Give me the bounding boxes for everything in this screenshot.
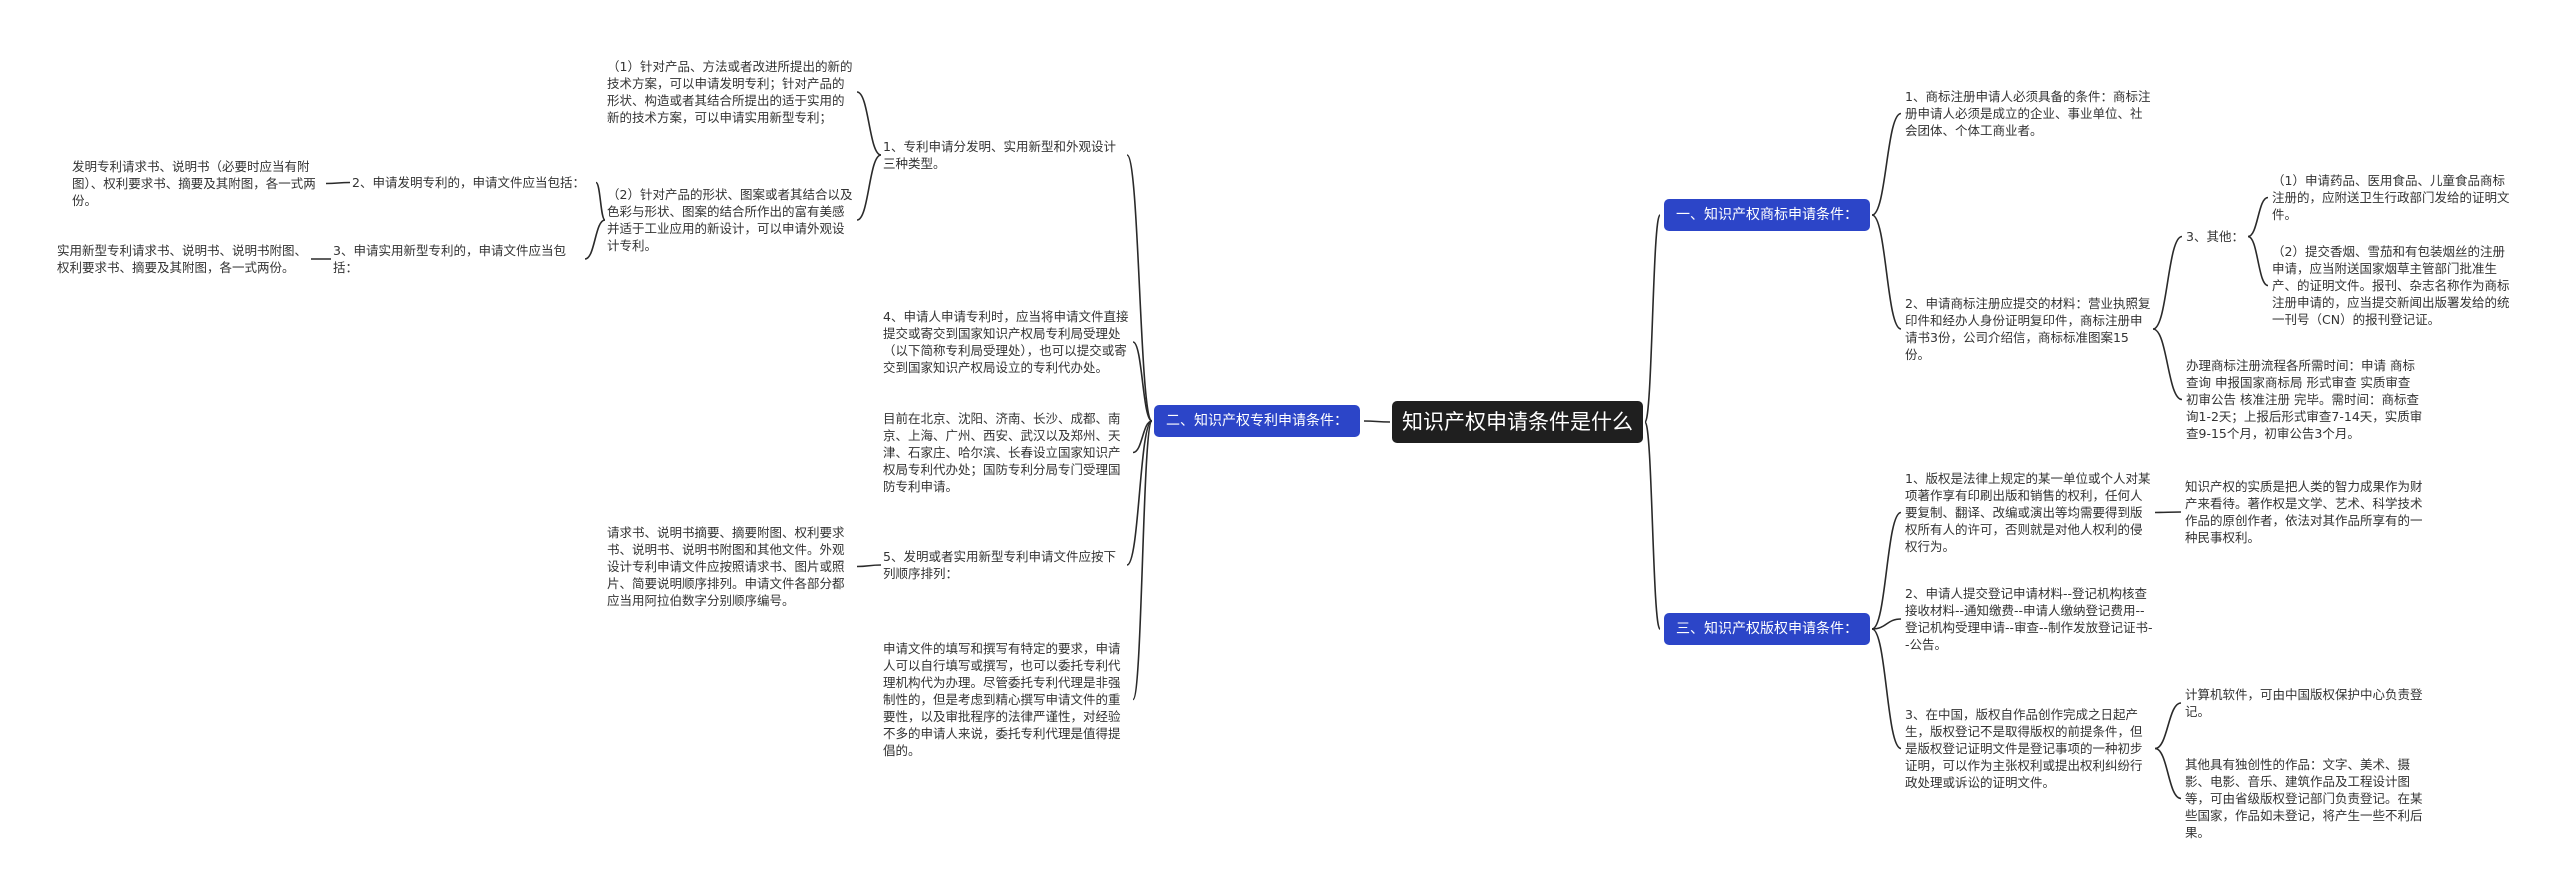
connector-copyright-china-copyright-software (2154, 702, 2182, 750)
connector-branch-copyright-copyright-china (1871, 628, 1902, 750)
trademark-other-1[interactable]: （1）申请药品、医用食品、儿童食品商标注册的，应附送卫生行政部门发给的证明文件。 (2272, 173, 2510, 222)
patent-utility-docs-list[interactable]: 实用新型专利请求书、说明书、说明书附图、权利要求书、摘要及其附图，各一式两份。 (57, 243, 308, 275)
connector-branch-trademark-trademark-condition-2 (1871, 214, 1902, 330)
patent-utility-docs[interactable]: 3、申请实用新型专利的，申请文件应当包括： (333, 243, 566, 275)
patent-invention-docs-list[interactable]: 发明专利请求书、说明书（必要时应当有附图）、权利要求书、摘要及其附图，各一式两份… (72, 159, 316, 208)
connector-patent-type-design-patent-invention-docs (595, 181, 606, 221)
copyright-definition[interactable]: 1、版权是法律上规定的某一单位或个人对某项著作享有印刷出版和销售的权利，任何人要… (1905, 471, 2151, 554)
copyright-process[interactable]: 2、申请人提交登记申请材料--登记机构核查接收材料--通知缴费--申请人缴纳登记… (1905, 586, 2153, 652)
connector-patent-type-design-patent-utility-docs (584, 219, 606, 260)
connector-root-topic-branch-patent (1363, 420, 1391, 423)
connector-trademark-condition-3-trademark-other-2 (2247, 235, 2269, 287)
trademark-other-2[interactable]: （2）提交香烟、雪茄和有包装烟丝的注册申请，应当附送国家烟草主管部门批准生产、的… (2272, 244, 2510, 327)
connector-copyright-china-copyright-other-works (2154, 747, 2182, 800)
patent-type-invention[interactable]: （1）针对产品、方法或者改进所提出的新的技术方案，可以申请发明专利；针对产品的形… (607, 59, 853, 125)
patent-type-design[interactable]: （2）针对产品的形状、图案或者其结合以及色彩与形状、图案的结合所作出的富有美感并… (607, 187, 853, 253)
connector-patent-type-patent-type-design (856, 154, 882, 221)
connector-copyright-definition-copyright-essence (2154, 511, 2182, 514)
branch-trademark[interactable]: 一、知识产权商标申请条件： (1664, 199, 1870, 231)
connector-branch-copyright-copyright-definition (1871, 511, 1902, 630)
copyright-essence[interactable]: 知识产权的实质是把人类的智力成果作为财产来看待。著作权是文学、艺术、科学技术作品… (2185, 479, 2423, 545)
connector-trademark-condition-3-trademark-other-1 (2247, 196, 2269, 238)
trademark-condition-1[interactable]: 1、商标注册申请人必须具备的条件：商标注册申请人必须是成立的企业、事业单位、社会… (1905, 89, 2151, 138)
connector-branch-copyright-copyright-process (1871, 618, 1902, 630)
patent-document-order[interactable]: 5、发明或者实用新型专利申请文件应按下列顺序排列： (883, 549, 1116, 581)
patent-submission[interactable]: 4、申请人申请专利时，应当将申请文件直接提交或寄交到国家知识产权局专利局受理处（… (883, 309, 1129, 375)
copyright-software[interactable]: 计算机软件，可由中国版权保护中心负责登记。 (2185, 687, 2423, 719)
connector-trademark-condition-2-trademark-timeline (2152, 328, 2183, 401)
connector-patent-invention-docs-patent-invention-docs-list (325, 181, 351, 185)
patent-agency-advice[interactable]: 申请文件的填写和撰写有特定的要求，申请人可以自行填写或撰写，也可以委托专利代理机… (883, 641, 1121, 758)
trademark-condition-2[interactable]: 2、申请商标注册应提交的材料：营业执照复印件和经办人身份证明复印件，商标注册申请… (1905, 296, 2151, 362)
branch-copyright[interactable]: 三、知识产权版权申请条件： (1664, 613, 1870, 645)
connector-branch-patent-patent-agency-advice (1132, 420, 1153, 701)
copyright-other-works[interactable]: 其他具有独创性的作品：文字、美术、摄影、电影、音乐、建筑作品及工程设计图等，可由… (2185, 757, 2423, 840)
connector-patent-document-order-patent-document-order-detail (856, 564, 882, 568)
patent-document-order-detail[interactable]: 请求书、说明书摘要、摘要附图、权利要求书、说明书、说明书附图和其他文件。外观设计… (607, 525, 845, 608)
trademark-timeline[interactable]: 办理商标注册流程各所需时间：申请 商标查询 申报国家商标局 形式审查 实质审查 … (2186, 358, 2423, 441)
connector-branch-trademark-trademark-condition-1 (1871, 112, 1902, 216)
connector-branch-patent-patent-submission (1132, 341, 1153, 422)
connector-patent-type-patent-type-invention (856, 91, 882, 156)
copyright-china[interactable]: 3、在中国，版权自作品创作完成之日起产生，版权登记不是取得版权的前提条件，但是版… (1905, 707, 2143, 790)
connector-trademark-condition-2-trademark-condition-3 (2152, 235, 2183, 330)
patent-type[interactable]: 1、专利申请分发明、实用新型和外观设计三种类型。 (883, 139, 1116, 171)
root-topic[interactable]: 知识产权申请条件是什么 (1392, 401, 1643, 443)
patent-agency-cities[interactable]: 目前在北京、沈阳、济南、长沙、成都、南京、上海、广州、西安、武汉以及郑州、天津、… (883, 411, 1121, 494)
trademark-condition-3[interactable]: 3、其他： (2186, 229, 2244, 244)
patent-invention-docs[interactable]: 2、申请发明专利的，申请文件应当包括： (352, 175, 585, 190)
connector-root-topic-branch-trademark (1644, 214, 1661, 423)
connector-root-topic-branch-copyright (1644, 421, 1661, 630)
branch-patent[interactable]: 二、知识产权专利申请条件： (1154, 405, 1360, 437)
connector-branch-patent-patent-document-order (1126, 420, 1153, 566)
connector-branch-patent-patent-type (1126, 154, 1153, 422)
